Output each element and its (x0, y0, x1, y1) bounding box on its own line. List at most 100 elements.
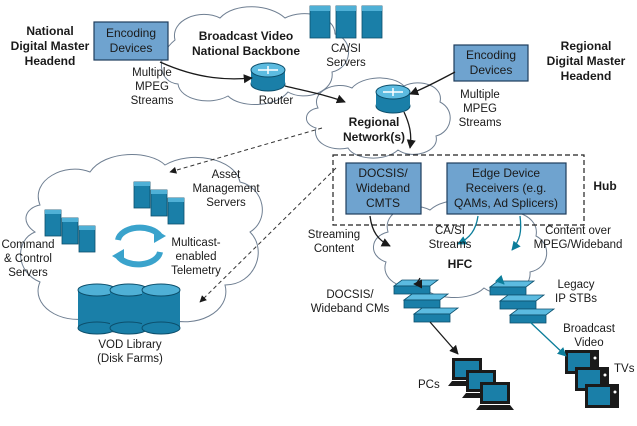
router-icon (250, 62, 286, 92)
arrow-hfc-to-stb (494, 274, 505, 285)
svg-text:Edge Device: Edge Device (472, 166, 540, 180)
encoding-devices-left: Encoding Devices (93, 21, 169, 61)
hfc-label: HFC (448, 257, 473, 271)
svg-text:Digital Master: Digital Master (547, 54, 626, 68)
multiple-mpeg-left-label: Multiple MPEG Streams (131, 67, 174, 107)
pcs-icon (448, 358, 514, 410)
svg-text:Headend: Headend (25, 54, 76, 68)
content-over-label: Content over MPEG/Wideband (534, 225, 623, 251)
svg-text:Devices: Devices (470, 63, 513, 77)
svg-text:Regional: Regional (561, 39, 612, 53)
asset-management-label: Asset Management Servers (192, 169, 260, 209)
edge-device-receivers-box: Edge Device Receivers (e.g. QAMs, Ad Spl… (446, 162, 567, 215)
arrow-cms-to-pcs (429, 321, 459, 355)
svg-text:Broadcast Video: Broadcast Video (199, 29, 293, 43)
dashed-regional-to-vod-top (169, 127, 323, 174)
arrow-edge-to-hfc-2 (511, 215, 522, 251)
svg-text:Video: Video (574, 337, 603, 349)
streaming-content-label: Streaming Content (308, 229, 360, 255)
hub-label: Hub (593, 179, 616, 193)
svg-text:Multicast-: Multicast- (171, 237, 220, 249)
svg-text:Broadcast: Broadcast (563, 323, 616, 335)
regional-headend-label: Regional Digital Master Headend (547, 39, 626, 83)
arrow-stb-to-tvs (529, 321, 567, 357)
docsis-cmts-box: DOCSIS/ Wideband CMTS (345, 162, 422, 215)
backbone-label: Broadcast Video National Backbone (192, 29, 300, 58)
asset-management-servers-icon (133, 181, 185, 225)
casi-servers-icon (309, 5, 383, 39)
router-label: Router (259, 95, 294, 107)
dashed-regional-to-vod-bottom (199, 167, 337, 303)
svg-text:Wideband: Wideband (356, 181, 410, 195)
svg-text:Headend: Headend (561, 69, 612, 83)
svg-text:MPEG: MPEG (135, 81, 169, 93)
svg-text:Asset: Asset (212, 169, 242, 181)
svg-text:Streams: Streams (429, 239, 472, 251)
command-control-servers-icon (44, 209, 96, 253)
arrow-encoding-right-to-regional (409, 71, 456, 96)
svg-text:Receivers (e.g.: Receivers (e.g. (466, 181, 547, 195)
svg-text:Legacy: Legacy (557, 279, 594, 291)
svg-text:Network(s): Network(s) (343, 130, 405, 144)
backbone-cloud (160, 6, 350, 106)
svg-text:IP STBs: IP STBs (555, 293, 597, 305)
casi-streams-label: CA/SI Streams (429, 225, 472, 251)
pcs-label: PCs (418, 379, 440, 391)
arrow-router-to-regional (284, 85, 346, 104)
svg-text:Management: Management (192, 183, 260, 195)
svg-text:Content: Content (314, 243, 355, 255)
svg-text:Wideband CMs: Wideband CMs (311, 303, 390, 315)
svg-text:Multiple: Multiple (132, 67, 172, 79)
svg-text:MPEG: MPEG (463, 103, 497, 115)
svg-text:Servers: Servers (8, 267, 48, 279)
svg-text:Encoding: Encoding (106, 26, 156, 40)
svg-text:Servers: Servers (326, 57, 366, 69)
svg-text:Digital Master: Digital Master (11, 39, 90, 53)
svg-text:National Backbone: National Backbone (192, 44, 300, 58)
legacy-stbs-label: Legacy IP STBs (555, 279, 597, 305)
svg-text:DOCSIS/: DOCSIS/ (358, 166, 408, 180)
regional-router-icon (375, 84, 411, 114)
casi-servers-label: CA/SI Servers (326, 43, 366, 69)
svg-text:enabled: enabled (176, 251, 217, 263)
encoding-devices-right: Encoding Devices (453, 44, 529, 82)
svg-text:Streams: Streams (131, 95, 174, 107)
svg-text:DOCSIS/: DOCSIS/ (326, 289, 374, 301)
svg-text:Regional: Regional (349, 115, 400, 129)
arrow-cmts-to-hfc (369, 215, 391, 247)
svg-text:CA/SI: CA/SI (435, 225, 465, 237)
svg-text:Streaming: Streaming (308, 229, 360, 241)
svg-text:VOD Library: VOD Library (98, 339, 162, 351)
multicast-telemetry-label: Multicast- enabled Telemetry (171, 237, 221, 277)
arrow-edge-to-hfc (457, 215, 479, 245)
svg-text:CMTS: CMTS (366, 196, 400, 210)
multicast-cycle-icon (112, 224, 166, 268)
svg-text:CA/SI: CA/SI (331, 43, 361, 55)
svg-text:MPEG/Wideband: MPEG/Wideband (534, 239, 623, 251)
tvs-icon (565, 350, 619, 408)
docsis-cms-label: DOCSIS/ Wideband CMs (311, 289, 390, 315)
tvs-label: TVs (614, 363, 635, 375)
svg-text:Encoding: Encoding (466, 48, 516, 62)
broadcast-video-label: Broadcast Video (563, 323, 616, 349)
svg-text:Content over: Content over (545, 225, 611, 237)
arrow-hfc-to-cms (413, 277, 423, 289)
command-control-label: Command & Control Servers (1, 239, 54, 279)
svg-text:(Disk Farms): (Disk Farms) (97, 353, 163, 365)
regional-network-label: Regional Network(s) (343, 115, 405, 144)
svg-text:National: National (26, 24, 73, 38)
svg-text:Multiple: Multiple (460, 89, 500, 101)
arrow-encoding-to-router (159, 61, 253, 84)
svg-text:Command: Command (1, 239, 54, 251)
multiple-mpeg-right-label: Multiple MPEG Streams (459, 89, 502, 129)
svg-text:Telemetry: Telemetry (171, 265, 221, 277)
svg-text:& Control: & Control (4, 253, 52, 265)
svg-text:QAMs, Ad Splicers): QAMs, Ad Splicers) (454, 196, 558, 210)
vod-disk-farm-icon (77, 283, 181, 335)
svg-text:Devices: Devices (110, 41, 153, 55)
svg-text:Servers: Servers (206, 197, 246, 209)
svg-text:Streams: Streams (459, 117, 502, 129)
national-headend-label: National Digital Master Headend (11, 24, 90, 68)
arrow-regional-to-hub (403, 111, 416, 149)
